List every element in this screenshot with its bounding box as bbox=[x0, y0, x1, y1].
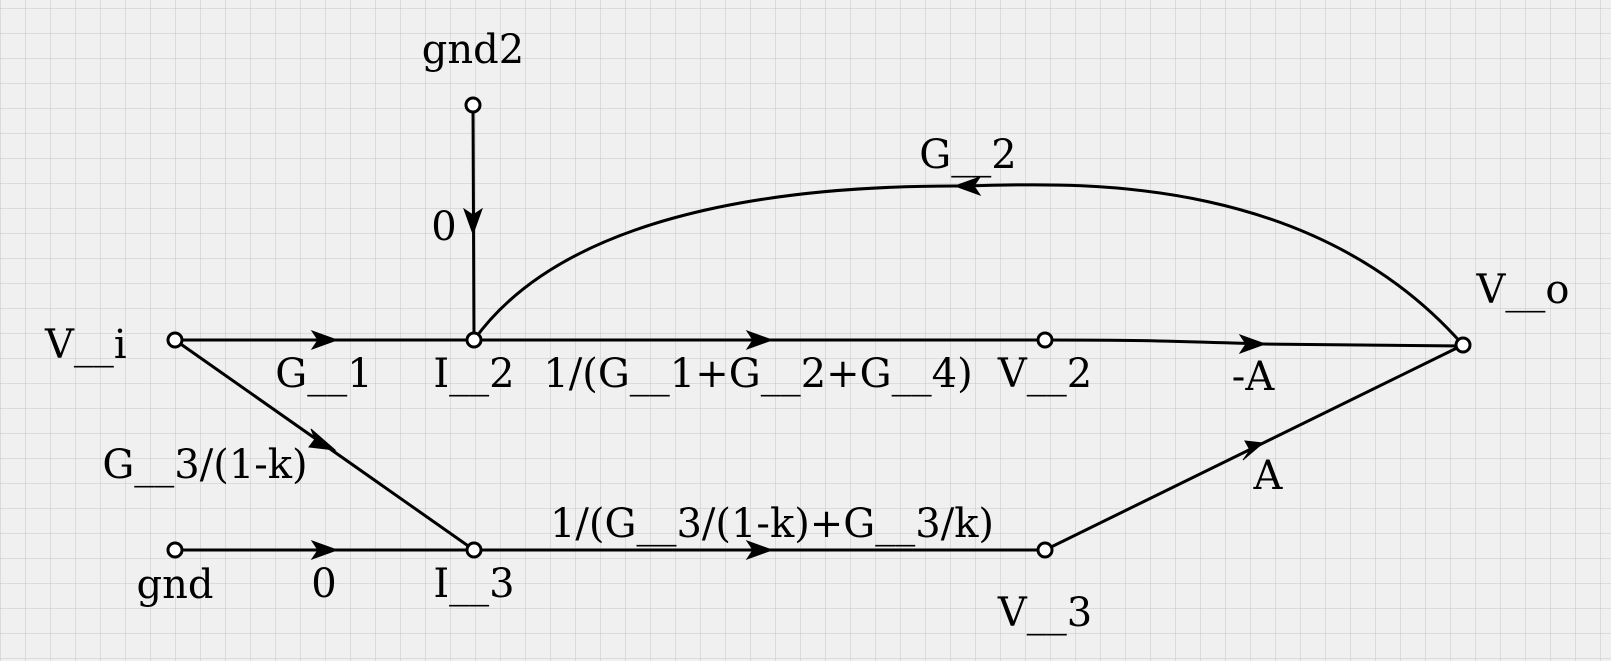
node-v-3[interactable] bbox=[1036, 541, 1054, 559]
node-labels: V__i gnd gnd2 I__2 I__3 V__2 V__3 V__o bbox=[44, 27, 1569, 636]
node-gnd2[interactable] bbox=[464, 96, 482, 114]
arrowhead-v3-to-vo bbox=[1242, 440, 1265, 461]
label-edge-i3-to-v3: 1/(G__3/(1-k)+G__3/k) bbox=[550, 501, 994, 547]
label-node-v-i: V__i bbox=[44, 322, 127, 368]
edges bbox=[173, 103, 1465, 560]
arrowhead-i2-to-v2 bbox=[745, 330, 774, 350]
label-node-v-o: V__o bbox=[1476, 267, 1570, 313]
node-i-3[interactable] bbox=[465, 541, 483, 559]
arrowhead-i3-to-v3 bbox=[745, 540, 774, 560]
node-v-o[interactable] bbox=[1454, 336, 1472, 354]
arrowhead-vo-to-i2 bbox=[953, 176, 982, 196]
label-node-i-3: I__3 bbox=[433, 561, 514, 607]
label-edge-vi-to-i2: G__1 bbox=[275, 351, 372, 397]
label-node-i-2: I__2 bbox=[433, 351, 514, 397]
node-v-2[interactable] bbox=[1036, 331, 1054, 349]
edge-labels: G__1 0 0 G__3/(1-k) 1/(G__1+G__2+G__4) 1… bbox=[102, 132, 1283, 607]
node-i-2[interactable] bbox=[465, 331, 483, 349]
arrowhead-gnd2-to-i2 bbox=[463, 207, 483, 236]
node-v-i[interactable] bbox=[166, 331, 184, 349]
nodes bbox=[166, 96, 1472, 559]
label-node-gnd2: gnd2 bbox=[422, 27, 524, 73]
label-edge-i2-to-v2: 1/(G__1+G__2+G__4) bbox=[543, 351, 972, 397]
label-node-v-2: V__2 bbox=[997, 351, 1092, 397]
arrowhead-vi-to-i3 bbox=[308, 428, 337, 451]
label-edge-gnd-to-i3: 0 bbox=[311, 561, 336, 607]
arrowhead-v2-to-vo bbox=[1238, 334, 1267, 354]
arrowhead-vi-to-i2 bbox=[310, 330, 339, 350]
label-edge-vo-to-i2: G__2 bbox=[919, 132, 1016, 178]
node-gnd[interactable] bbox=[166, 541, 184, 559]
label-edge-vi-to-i3: G__3/(1-k) bbox=[102, 442, 307, 488]
label-edge-v2-to-vo: -A bbox=[1232, 354, 1276, 400]
label-node-gnd: gnd bbox=[137, 562, 214, 608]
label-node-v-3: V__3 bbox=[997, 590, 1092, 636]
arrowhead-gnd-to-i3 bbox=[310, 540, 339, 560]
label-edge-v3-to-vo: A bbox=[1253, 453, 1284, 499]
label-edge-gnd2-to-i2: 0 bbox=[431, 204, 456, 250]
